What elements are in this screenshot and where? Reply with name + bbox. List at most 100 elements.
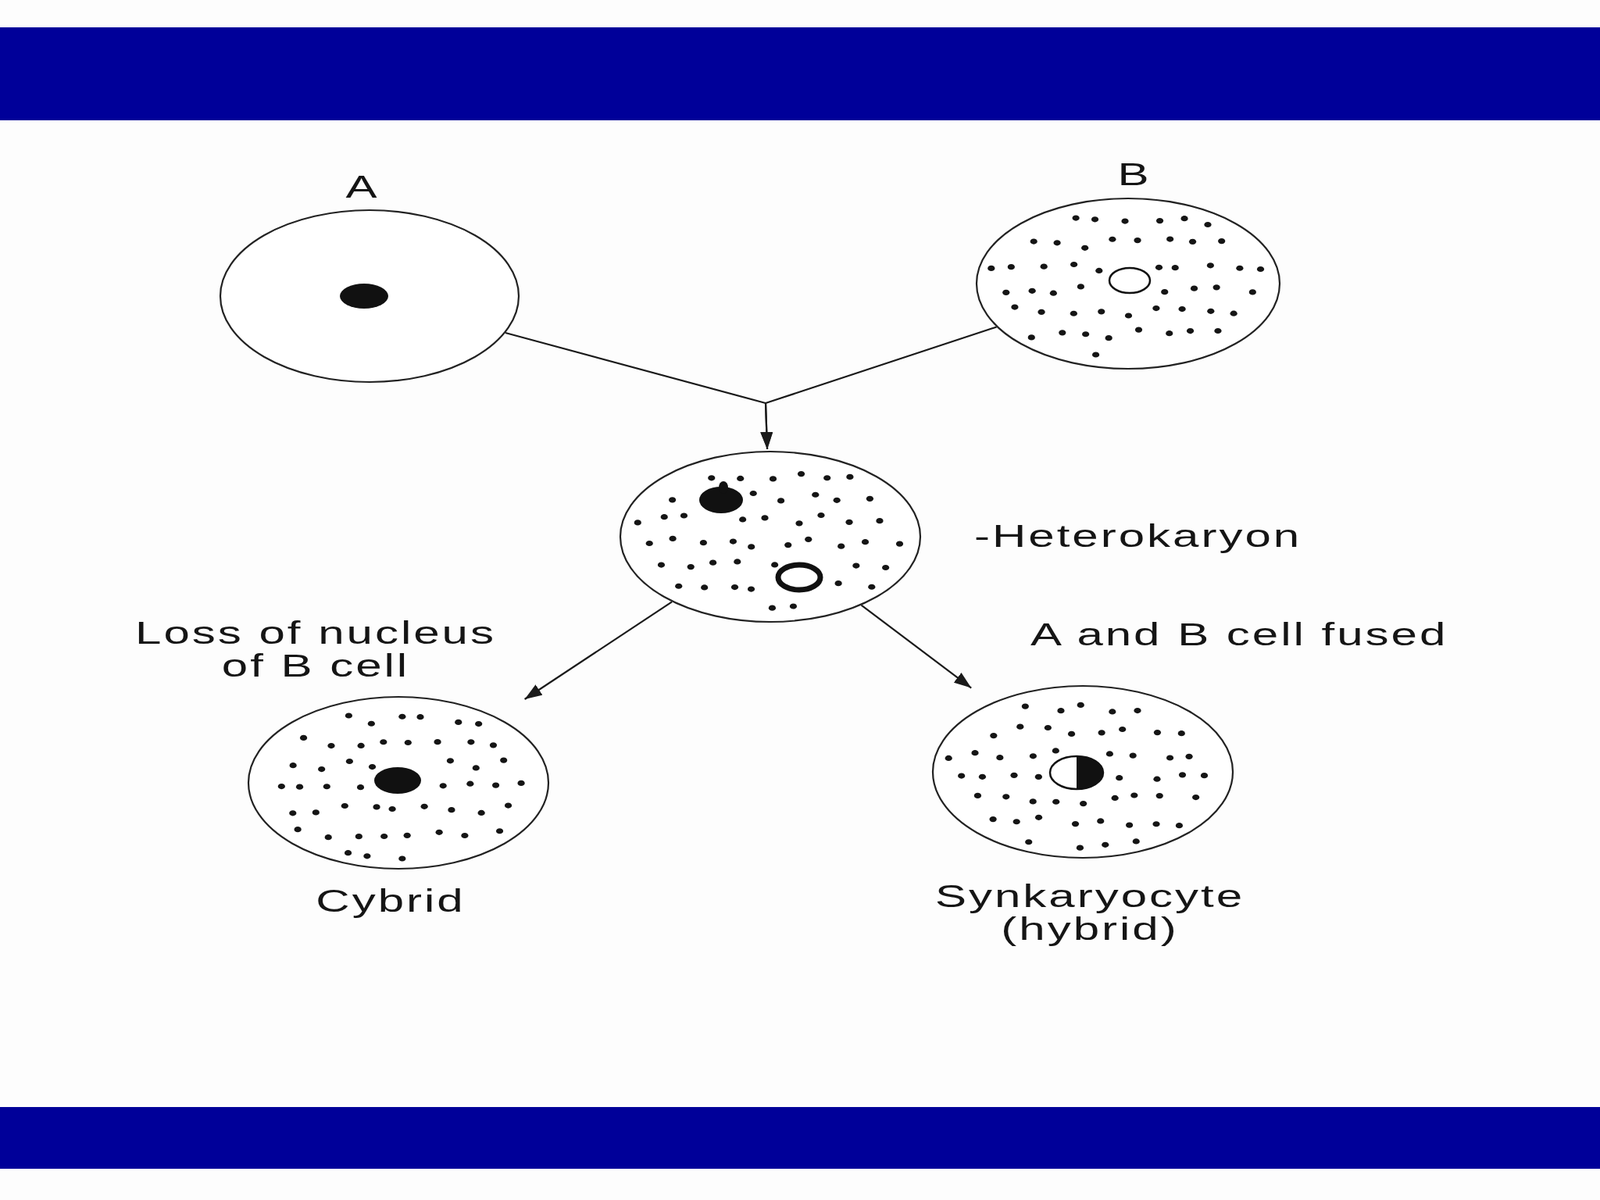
organelle-dot [1155, 264, 1163, 271]
cell-membrane [248, 696, 549, 869]
organelle-dot [1058, 329, 1066, 336]
organelle-dot [896, 540, 904, 547]
organelle-dot [700, 584, 708, 590]
organelle-dot [368, 764, 376, 770]
organelle-dot [1070, 310, 1078, 317]
cell-outline [975, 197, 1281, 370]
organelle-dot [289, 762, 297, 768]
connector-arrow [505, 332, 768, 450]
organelle-dot [416, 714, 424, 720]
cell-membrane [976, 198, 1280, 369]
organelle-dot [1091, 216, 1099, 222]
organelle-dot [1125, 312, 1133, 318]
organelle-dot [1025, 839, 1033, 845]
organelle-dot [1186, 328, 1194, 334]
cell-node: A [219, 209, 520, 383]
organelle-dot [372, 803, 380, 810]
organelle-dot [478, 810, 486, 816]
organelle-dot [398, 714, 406, 720]
organelle-dot [1079, 800, 1087, 807]
organelle-dot [668, 496, 676, 503]
organelle-dot [289, 810, 297, 816]
cell-outline [247, 696, 550, 870]
organelle-dot [1105, 335, 1113, 341]
organelle-dot [367, 721, 375, 727]
organelle-dot [768, 605, 776, 611]
organelle-dot [867, 584, 875, 590]
header-band [0, 27, 1600, 121]
organelle-dot [1108, 236, 1116, 243]
organelle-dot [1076, 845, 1084, 851]
organelle-dot [472, 764, 480, 771]
organelle-dot [1118, 726, 1126, 733]
organelle-dot [845, 519, 853, 525]
organelle-dot [747, 585, 755, 592]
organelle-dot [345, 712, 353, 718]
organelle-dot [1053, 239, 1061, 246]
edge-label: Loss of nucleus of B cell [122, 616, 510, 683]
organelle-dot [492, 782, 500, 789]
organelle-dot [1178, 771, 1186, 778]
organelle-dot [357, 742, 365, 749]
organelle-dot [1171, 264, 1179, 271]
organelle-dot [1010, 772, 1018, 779]
organelle-dot [1203, 221, 1211, 228]
organelle-dot [460, 832, 468, 839]
organelle-dot [504, 802, 512, 808]
organelle-dot [1029, 798, 1037, 804]
nucleus [718, 481, 729, 494]
organelle-dot [1052, 799, 1060, 805]
cell-node: -Heterokaryon [619, 450, 922, 623]
organelle-dot [1152, 305, 1160, 311]
organelle-dot [1214, 328, 1222, 334]
organelle-dot [1077, 702, 1085, 708]
organelle-dot [1153, 776, 1161, 783]
organelle-dot [731, 584, 739, 590]
organelle-dot [435, 829, 443, 836]
organelle-dot [846, 474, 854, 480]
organelle-dot [657, 561, 665, 568]
organelle-dot [945, 755, 953, 761]
organelle-dot [747, 543, 755, 550]
fused-nucleus-half [1076, 756, 1104, 790]
organelle-dot [1178, 730, 1186, 736]
organelle-dot [346, 758, 354, 765]
organelle-dot [1257, 266, 1265, 272]
organelle-dot [1037, 309, 1045, 315]
organelle-dot [1067, 731, 1075, 737]
organelle-dot [823, 475, 831, 481]
cell-label: -Heterokaryon [974, 519, 1302, 553]
organelle-dot [1185, 753, 1193, 760]
organelle-dot [300, 735, 308, 741]
organelle-dot [1013, 818, 1021, 825]
organelle-dot [996, 754, 1004, 761]
organelle-dot [447, 807, 455, 813]
organelle-dot [1175, 822, 1183, 829]
organelle-dot [1152, 821, 1160, 827]
organelle-dot [817, 512, 825, 518]
organelle-dot [325, 834, 333, 840]
cell-membrane [220, 210, 519, 383]
organelle-dot [496, 828, 504, 834]
organelle-dot [709, 560, 717, 566]
organelle-dot [978, 774, 986, 780]
organelle-dot [777, 497, 785, 504]
organelle-dot [875, 517, 883, 524]
organelle-dot [421, 803, 429, 810]
organelle-dot [1153, 729, 1161, 736]
organelle-dot [1096, 817, 1104, 824]
organelle-dot [1028, 334, 1036, 340]
organelle-dot [669, 535, 677, 542]
organelle-dot [1133, 707, 1141, 714]
organelle-dot [1057, 707, 1065, 714]
organelle-dot [835, 580, 843, 586]
organelle-dot [363, 853, 371, 859]
organelle-dot [750, 490, 758, 497]
cell-label: Synkaryocyte (hybrid) [914, 879, 1266, 946]
organelle-dot [1007, 264, 1015, 270]
organelle-dot [1035, 774, 1043, 780]
organelle-dot [317, 766, 325, 772]
organelle-dot [646, 540, 654, 547]
cell-membrane [932, 685, 1233, 858]
organelle-dot [467, 739, 475, 745]
